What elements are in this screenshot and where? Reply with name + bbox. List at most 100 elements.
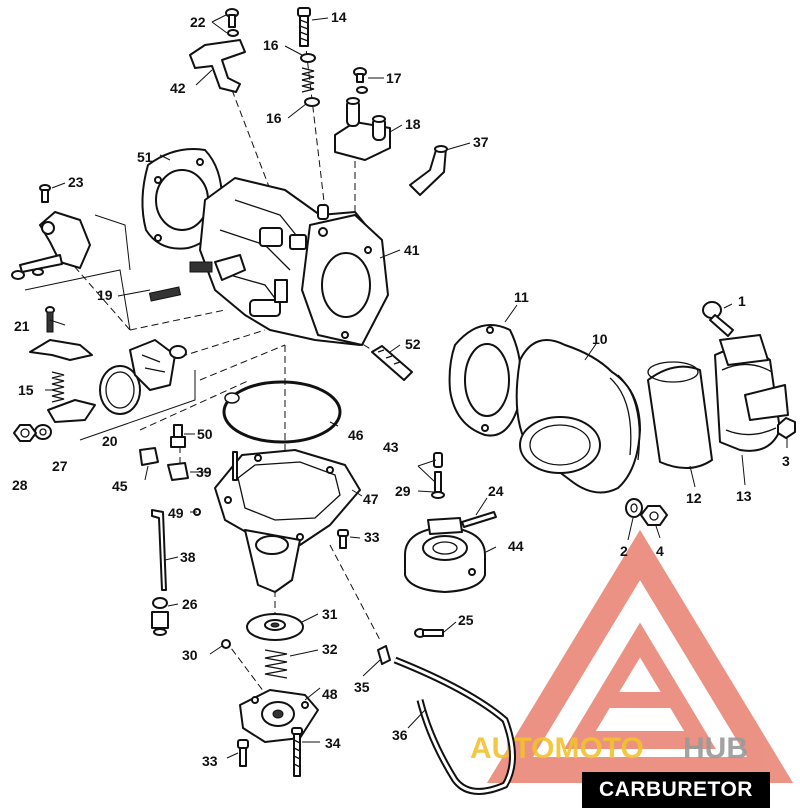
watermark-text-automoto: AUTOMOTO (470, 732, 644, 765)
part-throttle-lever-assembly (11, 211, 91, 280)
part-13-clamp (714, 334, 789, 452)
callout-38: 38 (180, 549, 196, 565)
callout-19: 19 (97, 287, 113, 303)
callout-31: 31 (322, 606, 338, 622)
part-2-washer (625, 498, 643, 518)
callout-24: 24 (488, 483, 504, 499)
part-11-gasket (448, 324, 523, 437)
part-50-jet (170, 424, 186, 448)
callout-32: 32 (322, 641, 338, 657)
callout-labels: 1 2 3 4 10 11 12 13 14 15 16 16 17 18 19… (12, 9, 790, 769)
callout-50: 50 (197, 426, 213, 442)
part-52-stud (371, 345, 413, 381)
part-34-screw (291, 727, 303, 777)
callout-28: 28 (12, 477, 28, 493)
part-17-screws (353, 67, 368, 94)
part-21-screw (45, 306, 55, 333)
callout-20: 20 (102, 433, 118, 449)
part-26-valve (151, 597, 169, 636)
leader-lines (45, 14, 788, 759)
callout-41: 41 (404, 242, 420, 258)
part-4-nut (640, 505, 668, 526)
callout-42: 42 (170, 80, 186, 96)
part-10-adapter (515, 339, 641, 494)
callout-45: 45 (112, 478, 128, 494)
callout-27: 27 (52, 458, 68, 474)
part-spring-upper (301, 67, 315, 93)
callout-25: 25 (458, 612, 474, 628)
callout-49: 49 (168, 505, 184, 521)
callout-39: 39 (196, 464, 212, 480)
part-38-rod (151, 509, 167, 591)
callout-1: 1 (738, 293, 746, 309)
callout-16-bottom: 16 (266, 110, 282, 126)
callout-2: 2 (620, 543, 628, 559)
part-39-plug (167, 462, 189, 481)
diagram-title-box: CARBURETOR (582, 772, 770, 808)
callout-10: 10 (592, 331, 608, 347)
part-42-bracket (189, 39, 246, 93)
callout-18: 18 (405, 116, 421, 132)
part-47-float-bowl (214, 449, 361, 593)
callout-36: 36 (392, 727, 408, 743)
watermark-logo (486, 529, 794, 783)
callout-52: 52 (405, 336, 421, 352)
part-24-pin (461, 511, 497, 528)
part-linkage-bracket (29, 339, 93, 361)
part-22-screw (225, 8, 239, 37)
callout-12: 12 (686, 490, 702, 506)
part-20-choke-assembly (99, 339, 187, 415)
callout-17: 17 (386, 70, 402, 86)
part-18-fitting (334, 97, 391, 161)
part-3-nut (777, 417, 796, 439)
callout-3: 3 (782, 453, 790, 469)
part-43-stud (431, 452, 445, 499)
watermark-text-hub: HUB (683, 732, 748, 765)
part-44-float (404, 517, 486, 593)
callout-11: 11 (514, 289, 529, 305)
part-spring-anchor (47, 399, 96, 423)
part-27-washer (34, 424, 52, 440)
part-16-washer-bottom (304, 97, 320, 107)
part-16-washer-top (300, 53, 316, 63)
callout-23: 23 (68, 174, 84, 190)
diagram-title: CARBURETOR (599, 778, 753, 801)
part-45-plug (139, 447, 159, 466)
part-15-spring (51, 371, 65, 403)
part-46-gasket (222, 380, 342, 444)
part-12-sleeve (647, 361, 713, 469)
part-33-screw-lower (237, 739, 249, 767)
part-37-elbow (409, 147, 447, 196)
part-25-screw (414, 628, 444, 638)
callout-33-upper: 33 (364, 529, 380, 545)
callout-46: 46 (348, 427, 364, 443)
callout-22: 22 (190, 14, 206, 30)
group-19-bracket (24, 269, 131, 331)
callout-33-lower: 33 (202, 753, 218, 769)
part-30 (221, 639, 231, 649)
part-37-elbow-end (434, 145, 448, 153)
part-23-screw (39, 184, 51, 203)
part-33-screw-upper (337, 529, 349, 549)
callout-15: 15 (18, 382, 34, 398)
callout-48: 48 (322, 686, 338, 702)
callout-47: 47 (363, 491, 379, 507)
callout-30: 30 (182, 647, 198, 663)
callout-29: 29 (395, 483, 411, 499)
callout-26: 26 (182, 596, 198, 612)
callout-37: 37 (473, 134, 489, 150)
callout-16-top: 16 (263, 37, 279, 53)
callout-13: 13 (736, 488, 752, 504)
callout-51: 51 (137, 149, 153, 165)
part-41-carburetor-body (189, 177, 389, 346)
callout-35: 35 (354, 679, 370, 695)
part-48-cover (239, 689, 319, 743)
callout-34: 34 (325, 735, 341, 751)
part-19-clip (148, 286, 182, 302)
part-35-fitting (377, 645, 391, 665)
part-32-spring (264, 649, 288, 679)
part-31-diaphragm (246, 613, 304, 641)
part-28-nut (13, 424, 37, 442)
callout-44: 44 (508, 538, 524, 554)
